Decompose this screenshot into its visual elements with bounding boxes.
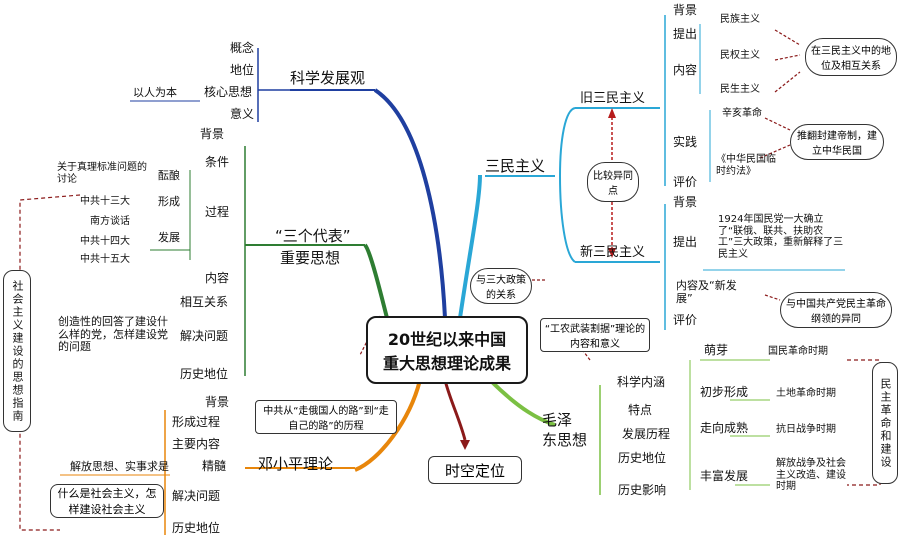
shikong-box: 时空定位 (428, 456, 522, 484)
kexue-meaning: 意义 (230, 107, 255, 121)
process-yunniang: 酝酿 (158, 169, 180, 182)
compare-box: 比较异同点 (587, 162, 639, 202)
mao-connotation: 科学内涵 (617, 375, 666, 389)
practice-note: 推翻封建帝制，建立中华民国 (790, 124, 884, 160)
kexue-title: 科学发展观 (290, 69, 366, 87)
stage-initial: 初步形成 (700, 385, 749, 399)
deng-essence-detail: 解放思想、实事求是 (70, 460, 169, 473)
period-3: 抗日战争时期 (776, 424, 836, 435)
new-evaluation: 评价 (673, 313, 698, 327)
mao-process: 发展历程 (622, 427, 671, 441)
sange-answer: 创造性的回答了建设什么样的党，怎样建设党的问题 (58, 315, 168, 354)
central-topic-line2: 重大思想理论成果 (382, 354, 511, 373)
deng-question-box: 什么是社会主义，怎样建设社会主义 (50, 484, 164, 518)
policy-note: 与三大政策的关系 (470, 268, 532, 304)
stage-sprout: 萌芽 (704, 343, 729, 357)
xingcheng-detail: 中共十三大 (80, 196, 130, 207)
deng-road-box: 中共从“走俄国人的路”到“走自己的路”的历程 (255, 400, 397, 434)
sange-title-2: 重要思想 (280, 249, 341, 267)
sange-relation: 相互关系 (180, 295, 229, 309)
fazhan-1: 南方谈话 (90, 216, 130, 227)
period-1: 国民革命时期 (768, 346, 828, 357)
old-proposal: 提出 (673, 27, 698, 41)
old-content: 内容 (673, 63, 698, 77)
mao-title-2: 东思想 (542, 431, 588, 449)
new-bg: 背景 (673, 195, 698, 209)
fazhan-3: 中共十五大 (80, 254, 130, 265)
yunniang-detail: 关于真理标准问题的讨论 (57, 162, 147, 185)
kexue-core-child: 以人为本 (133, 86, 177, 99)
stage-enrich: 丰富发展 (700, 469, 749, 483)
kexue-status: 地位 (230, 63, 255, 77)
old-practice: 实践 (673, 135, 698, 149)
deng-solve: 解决问题 (172, 489, 221, 503)
deng-essence: 精髓 (202, 459, 227, 473)
old-evaluation: 评价 (673, 175, 698, 189)
new-note: 与中国共产党民主革命纲领的异同 (780, 292, 892, 328)
mao-feature: 特点 (628, 403, 653, 417)
kexue-concept: 概念 (230, 41, 255, 55)
sange-title-1: “三个代表” (275, 227, 351, 245)
deng-content: 主要内容 (172, 437, 221, 451)
content-nationalism: 民族主义 (720, 14, 760, 25)
stage-mature: 走向成熟 (700, 421, 749, 435)
sange-solve: 解决问题 (180, 329, 229, 343)
sange-bg: 背景 (200, 127, 225, 141)
process-fazhan: 发展 (158, 231, 180, 244)
period-2: 土地革命时期 (776, 388, 836, 399)
contents-note: 在三民主义中的地位及相互关系 (805, 38, 897, 76)
shehui-guide: 社会主义建设的思想指南 (3, 270, 31, 432)
sange-process: 过程 (205, 205, 230, 219)
mao-title-1: 毛泽 (542, 411, 573, 429)
new-sanmin-title: 新三民主义 (580, 245, 646, 260)
new-proposal: 提出 (673, 235, 698, 249)
sanmin-title: 三民主义 (485, 157, 546, 175)
deng-status: 历史地位 (172, 521, 221, 535)
fazhan-2: 中共十四大 (80, 236, 130, 247)
sange-condition: 条件 (205, 155, 230, 169)
mao-guide: 民主革命和建设 (872, 362, 898, 484)
new-proposal-detail: 1924年国民党一大确立了“联俄、联共、扶助农工”三大政策，重新解释了三民主义 (718, 214, 844, 260)
gongnong-box: “工农武装割据”理论的内容和意义 (540, 318, 650, 352)
deng-bg: 背景 (205, 395, 230, 409)
central-topic-line1: 20世纪以来中国 (387, 330, 507, 349)
content-democracy: 民权主义 (720, 50, 760, 61)
kexue-core: 核心思想 (204, 85, 253, 99)
deng-title: 邓小平理论 (258, 455, 334, 473)
central-topic: 20世纪以来中国 重大思想理论成果 (366, 316, 528, 384)
sange-status: 历史地位 (180, 367, 229, 381)
mao-influence: 历史影响 (618, 483, 667, 497)
new-content: 内容及“新发展” (676, 279, 737, 305)
sange-content: 内容 (205, 271, 230, 285)
process-xingcheng: 形成 (158, 195, 180, 208)
practice-constitution: 《中华民国临时约法》 (716, 154, 776, 177)
mao-status: 历史地位 (618, 451, 667, 465)
practice-xinhai: 辛亥革命 (722, 108, 762, 119)
period-4: 解放战争及社会主义改造、建设时期 (776, 458, 846, 492)
content-livelihood: 民生主义 (720, 84, 760, 95)
deng-formation: 形成过程 (172, 415, 221, 429)
old-sanmin-title: 旧三民主义 (580, 91, 646, 106)
old-bg: 背景 (673, 3, 698, 17)
